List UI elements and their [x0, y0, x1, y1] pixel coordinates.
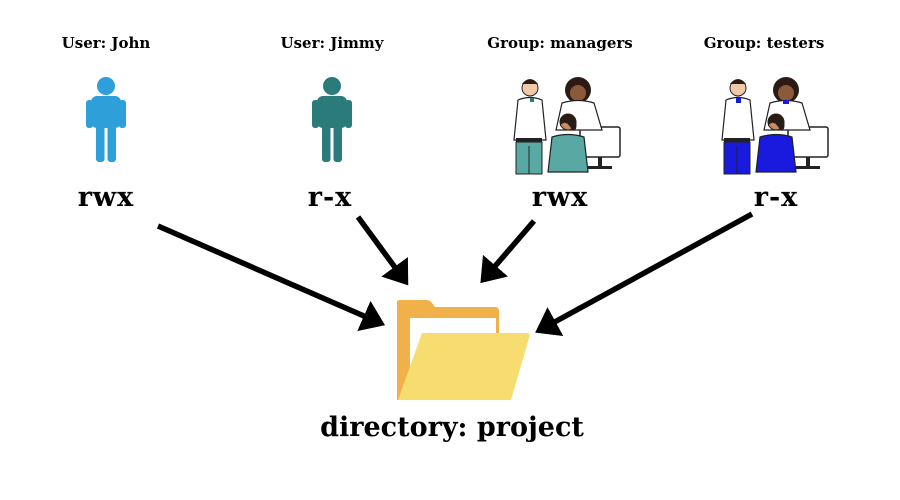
permission-label-managers: rwx	[531, 182, 589, 213]
arrow-testers	[535, 211, 754, 337]
group-illustration	[721, 77, 829, 175]
directory-label: directory: project	[320, 412, 584, 443]
arrows	[156, 211, 754, 337]
entity-title-managers: Group: managers	[487, 34, 633, 52]
permission-label-testers: r-x	[753, 182, 799, 213]
arrow-managers	[480, 219, 537, 284]
permission-label-john: rwx	[77, 182, 135, 213]
arrow-john	[156, 223, 386, 332]
folder-icon	[397, 300, 530, 400]
person-icon	[312, 77, 352, 162]
permission-label-jimmy: r-x	[307, 182, 353, 213]
entity-title-testers: Group: testers	[703, 34, 825, 52]
entity-title-john: User: John	[61, 34, 151, 52]
entity-title-jimmy: User: Jimmy	[280, 34, 384, 52]
arrow-jimmy	[355, 215, 409, 286]
person-icon	[86, 77, 126, 162]
group-illustration	[513, 77, 621, 175]
